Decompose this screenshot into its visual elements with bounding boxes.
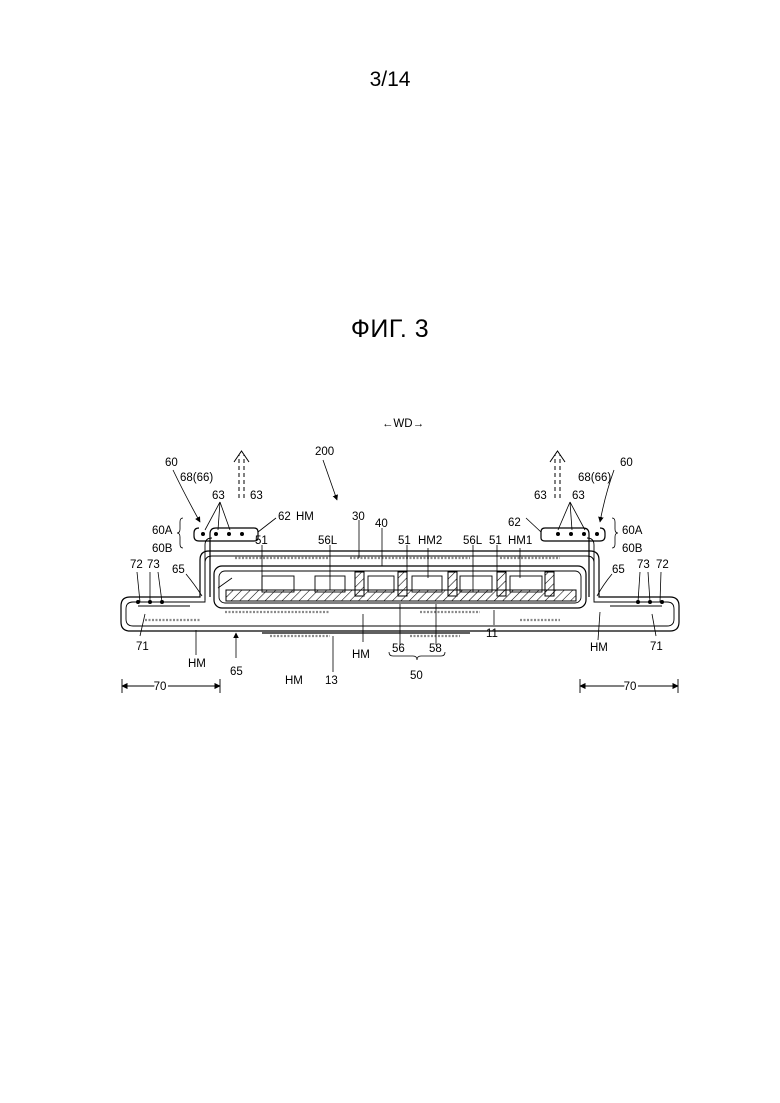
label-50: 50 [410,670,423,682]
label-51-b: 51 [398,535,411,547]
label-62-left: 62 [278,511,291,523]
wd-label: ←WD→ [382,418,424,430]
label-200: 200 [315,446,334,458]
label-72-right: 72 [656,559,669,571]
label-60-left: 60 [165,457,178,469]
label-hm1: HM1 [508,535,532,547]
label-40: 40 [375,518,388,530]
label-56: 56 [392,643,405,655]
label-hm-bottom: HM [285,675,303,687]
label-70-left: 70 [154,681,167,693]
label-70-right: 70 [624,681,637,693]
label-60A-left: 60A [152,525,173,537]
label-72-left: 72 [130,559,143,571]
label-hm-right: HM [590,642,608,654]
label-51-a: 51 [255,535,268,547]
label-63-left-b: 63 [250,490,263,502]
label-hm-left: HM [188,658,206,670]
label-hm-center: HM [352,649,370,661]
label-68-left: 68(66) [180,472,213,484]
label-30: 30 [352,511,365,523]
label-63-left-a: 63 [212,490,225,502]
label-73-left: 73 [147,559,160,571]
label-hm-top: HM [296,511,314,523]
label-65-left-top: 65 [172,564,185,576]
label-51-c: 51 [489,535,502,547]
label-71-right: 71 [650,641,663,653]
label-60-right: 60 [620,457,633,469]
label-56L-a: 56L [318,535,338,547]
label-65-bottom: 65 [230,666,243,678]
label-68-right: 68(66) [578,472,611,484]
label-60B-right: 60B [622,543,643,555]
label-11: 11 [486,628,498,640]
label-65-right-top: 65 [612,564,625,576]
label-hm2: HM2 [418,535,442,547]
label-63-right-a: 63 [534,490,547,502]
label-60A-right: 60A [622,525,643,537]
label-62-right: 62 [508,517,521,529]
label-63-right-b: 63 [572,490,585,502]
label-13: 13 [325,675,338,687]
label-60B-left: 60B [152,543,173,555]
label-56L-b: 56L [463,535,483,547]
label-71-left: 71 [136,641,149,653]
label-73-right: 73 [637,559,650,571]
label-58: 58 [429,643,442,655]
